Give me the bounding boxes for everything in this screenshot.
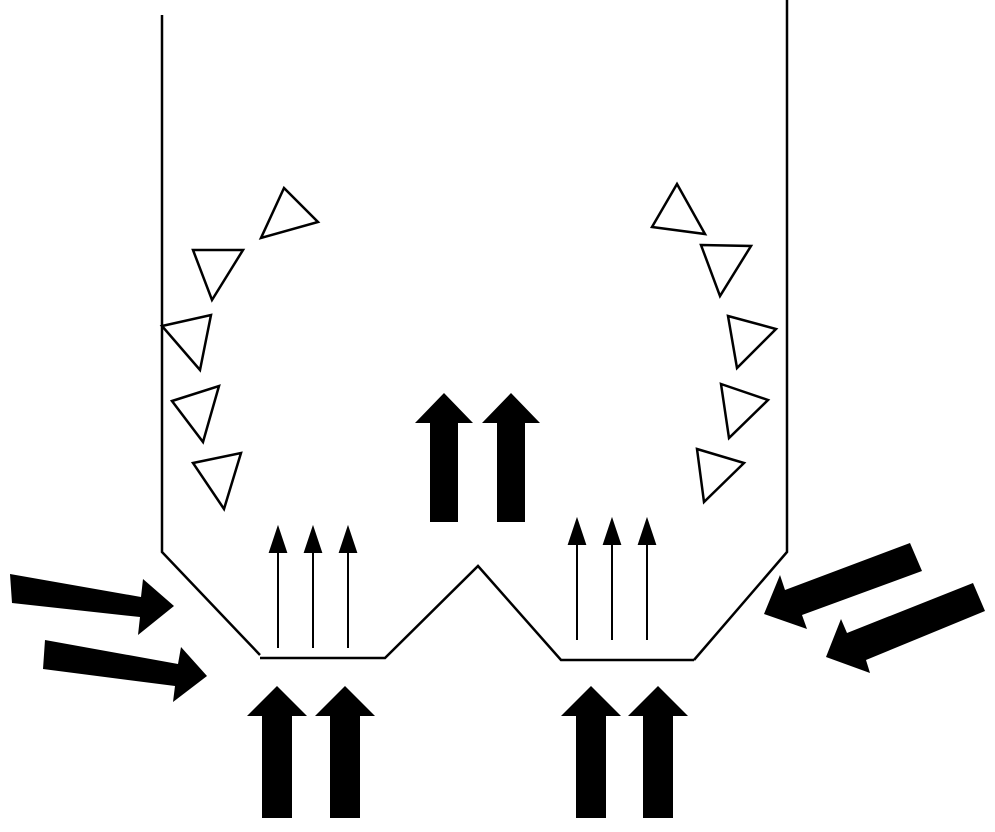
thin-arrow-up xyxy=(567,516,587,640)
side-inflow-arrows-right xyxy=(764,543,985,673)
particle-triangle xyxy=(190,451,243,512)
particle-triangle xyxy=(258,185,321,240)
particles-right xyxy=(649,181,779,505)
particle-triangle xyxy=(169,384,221,445)
thin-arrow-up xyxy=(338,524,358,648)
bottom-inflow-arrows-left xyxy=(247,686,375,818)
particle-triangle xyxy=(699,243,754,299)
vessel-left-wall xyxy=(160,15,261,656)
block-arrow-diagonal xyxy=(826,583,985,673)
thin-arrow-up xyxy=(268,524,288,648)
particle-triangle xyxy=(649,181,708,236)
thin-arrow-up xyxy=(637,516,657,640)
vessel-outline xyxy=(160,0,789,662)
block-arrow-up xyxy=(315,686,375,818)
block-arrow-diagonal xyxy=(10,574,174,635)
particle-triangle xyxy=(695,447,747,505)
thin-upflow-arrows-left xyxy=(268,524,358,648)
particle-triangle xyxy=(726,314,779,371)
block-arrow-diagonal xyxy=(764,543,922,629)
side-inflow-arrows-left xyxy=(10,574,207,702)
block-arrow-up xyxy=(247,686,307,818)
thin-arrow-up xyxy=(602,516,622,640)
particle-triangle xyxy=(719,382,771,441)
block-arrow-up xyxy=(482,393,540,522)
particles-left xyxy=(159,185,321,512)
thin-upflow-arrows-right xyxy=(567,516,657,640)
particle-triangle xyxy=(191,248,246,303)
block-arrow-up xyxy=(628,686,688,818)
vessel-bottom-profile xyxy=(260,564,694,662)
particle-triangle xyxy=(159,313,213,373)
thin-arrow-up xyxy=(303,524,323,648)
block-arrow-up xyxy=(415,393,473,522)
block-arrow-up xyxy=(561,686,621,818)
center-upflow-arrows xyxy=(415,393,540,522)
block-arrow-diagonal xyxy=(43,640,207,702)
bottom-inflow-arrows-right xyxy=(561,686,688,818)
vessel-right-wall xyxy=(693,0,789,661)
